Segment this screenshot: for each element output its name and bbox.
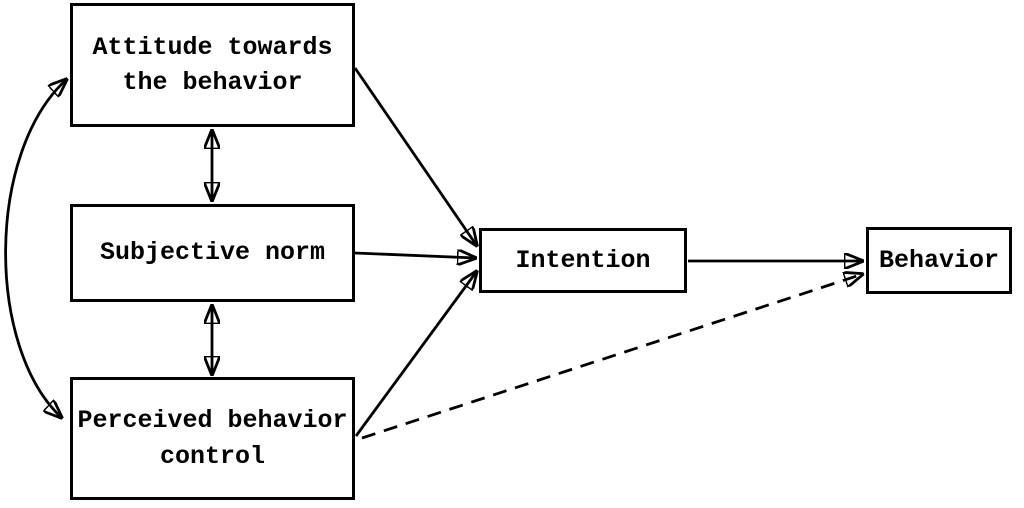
edge-perceived-behavior-dashed-arrow [361, 274, 863, 440]
edge-perceived-intention-arrow [354, 271, 477, 437]
edge-subjective-intention-arrow [354, 253, 476, 258]
node-subjective-norm: Subjective norm [70, 204, 355, 302]
edge-attitude-intention-arrow [353, 67, 477, 246]
node-perceived-behavior-control: Perceived behavior control [70, 377, 355, 500]
edge-attitude-perceived-curved-double-arrow [4, 79, 67, 418]
node-subjective-norm-label: Subjective norm [99, 238, 326, 268]
node-behavior: Behavior [866, 227, 1012, 294]
node-behavior-label: Behavior [878, 245, 1000, 275]
node-intention: Intention [479, 228, 687, 293]
node-attitude-label: Attitude towards the behavior [92, 32, 333, 98]
node-intention-label: Intention [515, 245, 651, 275]
node-attitude-towards-behavior: Attitude towards the behavior [70, 3, 355, 127]
node-perceived-control-label: Perceived behavior control [77, 406, 348, 471]
